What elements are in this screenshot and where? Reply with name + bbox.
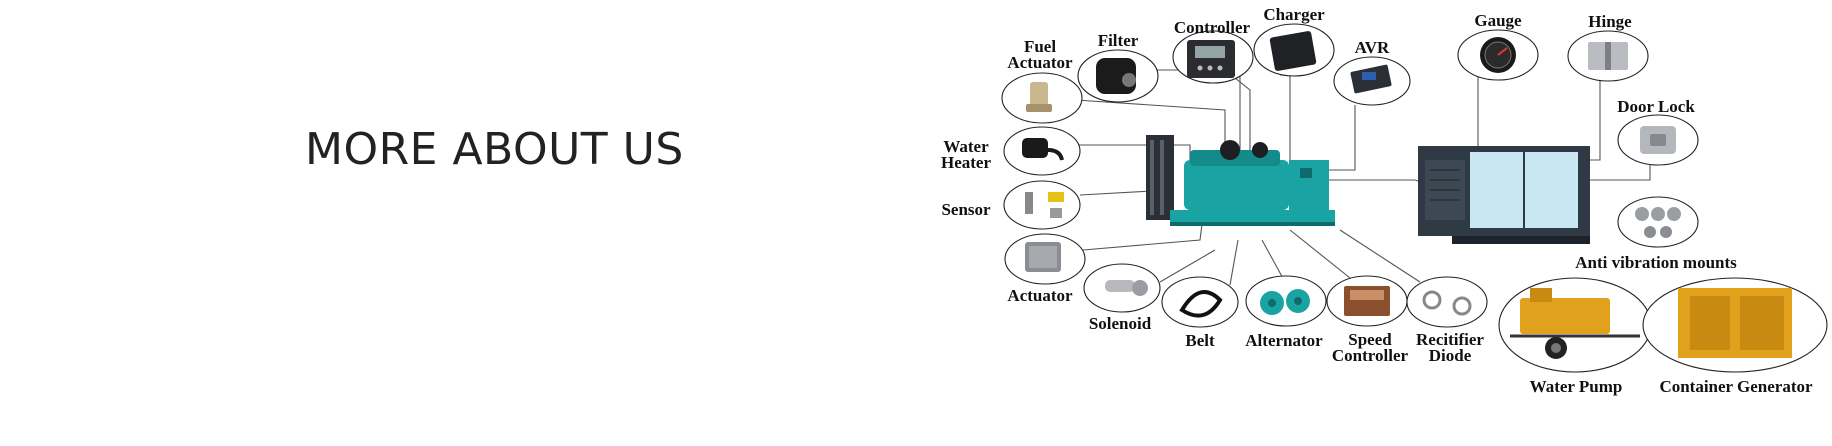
part-anti-vibration-mounts [1617, 196, 1699, 248]
part-sensor [1003, 180, 1081, 230]
page-title: MORE ABOUT US [305, 124, 684, 175]
part-container-generator [1642, 277, 1828, 373]
part-water-heater [1003, 126, 1081, 176]
label-solenoid: Solenoid [1089, 314, 1152, 333]
label-fuel-actuator-2: Actuator [1007, 53, 1073, 72]
label-avr: AVR [1355, 38, 1390, 57]
part-filter [1077, 49, 1159, 103]
silent-generator-image [1418, 146, 1590, 244]
label-gauge: Gauge [1474, 11, 1522, 30]
part-hinge [1567, 30, 1649, 82]
part-alternator [1245, 275, 1327, 327]
label-anti-vibration-mounts: Anti vibration mounts [1575, 253, 1737, 272]
part-gauge [1457, 29, 1539, 81]
label-door-lock: Door Lock [1617, 97, 1695, 116]
label-charger: Charger [1263, 5, 1325, 24]
part-solenoid [1083, 263, 1161, 313]
part-speed-controller [1326, 275, 1408, 327]
part-rectifier-diode [1406, 276, 1488, 328]
label-rectifier-diode-1: Recitifier [1416, 330, 1484, 349]
label-actuator: Actuator [1007, 286, 1073, 305]
label-alternator: Alternator [1245, 331, 1323, 350]
part-actuator [1004, 233, 1086, 285]
label-water-heater-2: Heater [941, 153, 991, 172]
label-speed-controller-2: Controller [1332, 346, 1409, 365]
part-fuel-actuator [1001, 72, 1083, 124]
label-sensor: Sensor [941, 200, 991, 219]
label-water-pump: Water Pump [1530, 377, 1623, 396]
part-avr [1333, 56, 1411, 106]
label-water-heater-1: Water [943, 137, 989, 156]
label-belt: Belt [1185, 331, 1215, 350]
main-generator-image [1146, 135, 1335, 226]
label-rectifier-diode-2: Diode [1429, 346, 1472, 365]
label-container-generator: Container Generator [1659, 377, 1813, 396]
part-water-pump [1498, 277, 1652, 373]
label-filter: Filter [1098, 31, 1139, 50]
label-controller: Controller [1174, 18, 1251, 37]
label-hinge: Hinge [1588, 12, 1632, 31]
part-controller [1172, 30, 1254, 84]
label-fuel-actuator-1: Fuel [1024, 37, 1056, 56]
part-charger [1253, 23, 1335, 77]
part-belt [1161, 276, 1239, 328]
part-door-lock [1617, 114, 1699, 166]
label-speed-controller-1: Speed [1348, 330, 1392, 349]
